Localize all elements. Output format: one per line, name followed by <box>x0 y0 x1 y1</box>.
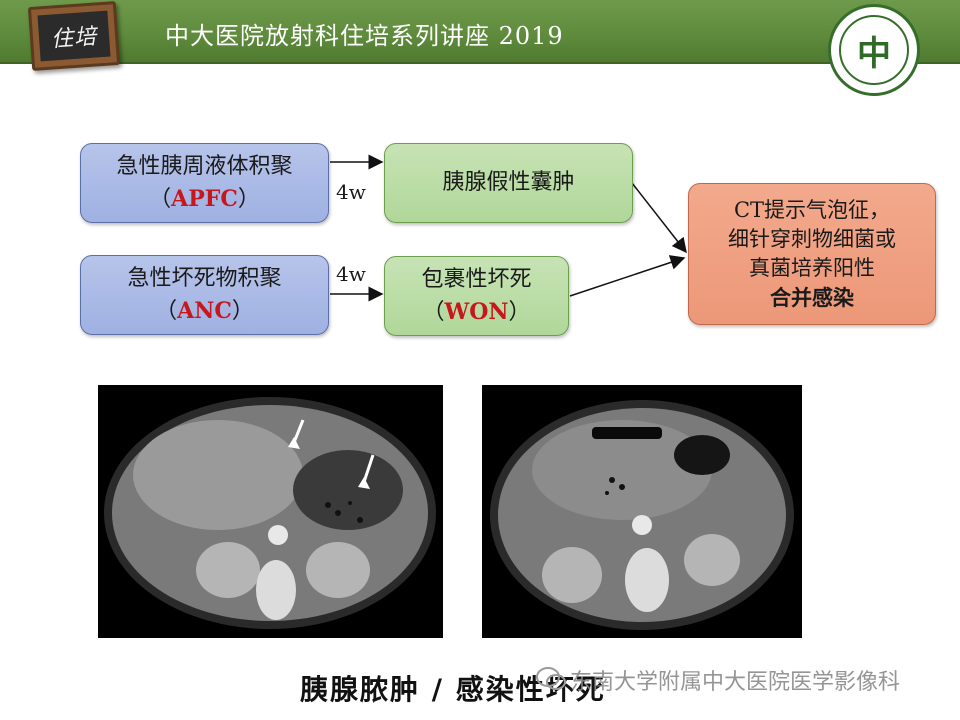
anc-label: 急性坏死物积聚 <box>127 265 282 291</box>
won-open-paren: （ <box>422 299 445 325</box>
anc-open-paren: （ <box>155 298 178 324</box>
ct-right-drawing <box>490 400 794 630</box>
logo-glyph: 中 <box>857 33 891 74</box>
won-close-paren: ） <box>508 299 531 325</box>
arrow-label-bottom: 4w <box>336 262 366 286</box>
anc-box: 急性坏死物积聚 （ANC） <box>80 255 329 335</box>
logo-ring <box>839 15 909 85</box>
apfc-open-paren: （ <box>149 186 172 212</box>
header-bar: 住培 中大医院放射科住培系列讲座 2019 <box>0 0 960 71</box>
arrow-label-top: 4w <box>336 180 366 204</box>
anc-code-line: （ANC） <box>155 295 254 328</box>
wechat-icon <box>536 667 566 690</box>
won-label: 包裹性坏死 <box>421 266 532 292</box>
ct-left-drawing <box>104 397 436 629</box>
pseudocyst-label: 胰腺假性囊肿 <box>442 170 575 195</box>
apfc-label: 急性胰周液体积聚 <box>116 153 293 179</box>
apfc-box: 急性胰周液体积聚 （APFC） <box>80 143 329 223</box>
infection-box: CT提示气泡征， 细针穿刺物细菌或 真菌培养阳性 合并感染 <box>688 183 936 325</box>
slide-title: 中大医院放射科住培系列讲座 2019 <box>165 22 564 50</box>
won-code: WON <box>444 298 509 325</box>
won-box: 包裹性坏死 （WON） <box>384 256 569 336</box>
arrow-pseudocyst-to-infection <box>631 182 687 254</box>
ct-image-left <box>98 385 443 638</box>
infection-line4: 合并感染 <box>770 285 854 310</box>
pseudocyst-box: 胰腺假性囊肿 <box>384 143 633 223</box>
ct-image-right <box>482 385 802 638</box>
infection-line1: CT提示气泡征， <box>733 198 891 222</box>
source-watermark: 东南大学附属中大医院医学影像科 <box>570 670 901 695</box>
won-code-line: （WON） <box>422 296 530 329</box>
infection-line3: 真菌培养阳性 <box>749 256 875 280</box>
apfc-code-line: （APFC） <box>149 183 260 216</box>
apfc-code: APFC <box>171 185 238 212</box>
apfc-close-paren: ） <box>237 186 260 212</box>
hospital-logo: 中 <box>828 4 920 96</box>
anc-close-paren: ） <box>231 298 254 324</box>
arrow-won-to-infection <box>569 255 686 297</box>
anc-code: ANC <box>177 297 232 324</box>
infection-line2: 细针穿刺物细菌或 <box>728 227 896 251</box>
